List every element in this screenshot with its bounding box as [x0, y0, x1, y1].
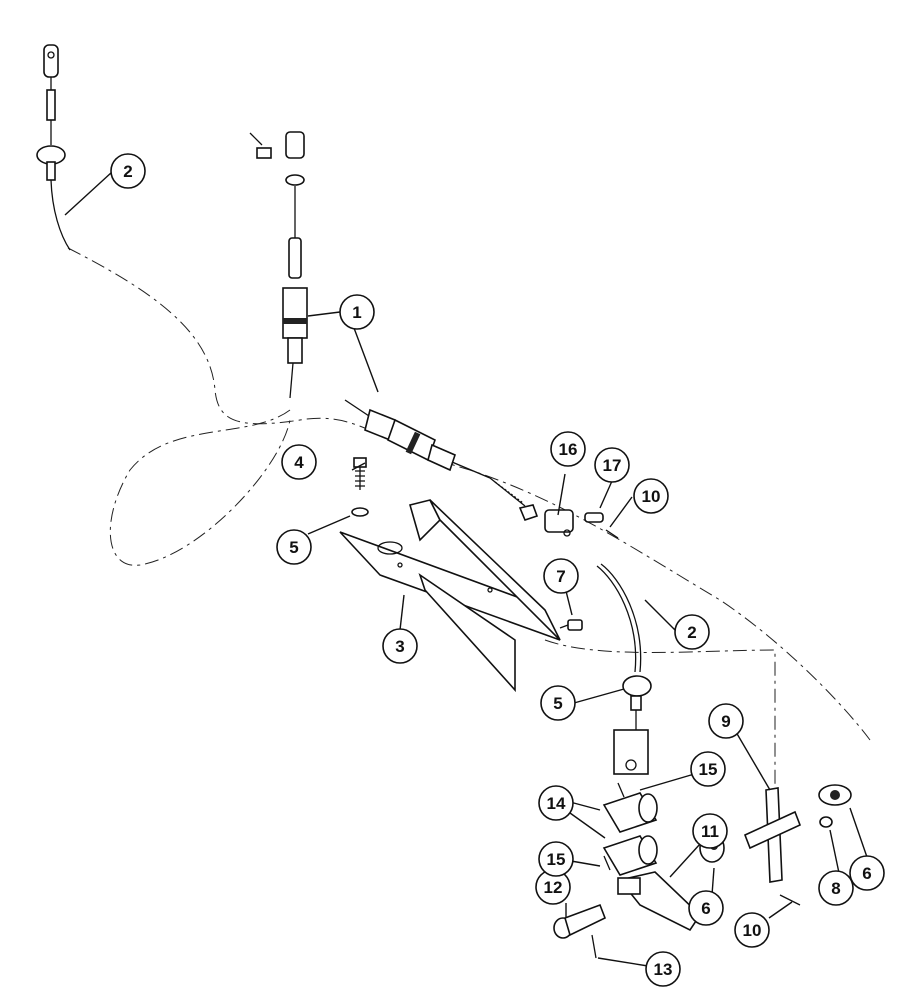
svg-text:5: 5: [289, 538, 298, 557]
callout-10: 10: [734, 912, 770, 948]
svg-text:16: 16: [559, 440, 578, 459]
cable-loop-path: [109, 409, 291, 566]
svg-text:15: 15: [547, 850, 566, 869]
svg-text:1: 1: [352, 303, 361, 322]
svg-text:9: 9: [721, 712, 730, 731]
callout-1: 1: [339, 294, 375, 330]
clevis-pin: [553, 903, 607, 959]
lever: [743, 787, 802, 906]
callout-6: 6: [688, 890, 724, 926]
leader-lines: [64, 171, 869, 967]
svg-text:2: 2: [687, 623, 696, 642]
callout-14: 14: [538, 785, 574, 821]
svg-text:6: 6: [701, 899, 710, 918]
callout-16: 16: [550, 431, 586, 467]
cable-assembly-vertical: [249, 131, 308, 399]
callout-13: 13: [645, 951, 681, 987]
svg-text:15: 15: [699, 760, 718, 779]
callout-5: 5: [276, 529, 312, 565]
clevis-group: [518, 504, 619, 539]
svg-text:10: 10: [743, 921, 762, 940]
callout-15: 15: [538, 841, 574, 877]
pin-group: [602, 782, 658, 876]
lever-arm: [617, 871, 702, 932]
callout-8: 8: [818, 870, 854, 906]
svg-text:14: 14: [547, 794, 566, 813]
svg-text:10: 10: [642, 487, 661, 506]
svg-text:8: 8: [831, 879, 840, 898]
svg-text:17: 17: [603, 456, 622, 475]
callout-7: 7: [543, 558, 579, 594]
cable-route-lower-path: [544, 639, 776, 790]
svg-text:7: 7: [556, 567, 565, 586]
svg-text:13: 13: [654, 960, 673, 979]
callout-4: 4: [281, 444, 317, 480]
callout-2: 2: [674, 614, 710, 650]
callout-9: 9: [708, 703, 744, 739]
callout-17: 17: [594, 447, 630, 483]
callout-3: 3: [382, 628, 418, 664]
bracket: [339, 499, 561, 693]
callout-10: 10: [633, 478, 669, 514]
cable-route-path: [67, 247, 871, 741]
svg-text:6: 6: [862, 864, 871, 883]
svg-text:3: 3: [395, 637, 404, 656]
callout-12: 12: [535, 869, 571, 905]
callout-15: 15: [690, 751, 726, 787]
cable-end-upper-left: [36, 44, 71, 251]
svg-text:4: 4: [294, 453, 304, 472]
svg-text:11: 11: [701, 822, 719, 841]
bolt-and-washer: [351, 457, 369, 517]
screw: [559, 619, 583, 631]
svg-text:5: 5: [553, 694, 562, 713]
callout-11: 11: [692, 813, 728, 849]
cable-assembly-diagonal: [344, 399, 526, 507]
callout-5: 5: [540, 685, 576, 721]
svg-text:2: 2: [123, 162, 132, 181]
callout-6: 6: [849, 855, 885, 891]
callout-2: 2: [110, 153, 146, 189]
svg-text:12: 12: [544, 878, 563, 897]
cable-assembly-lower: [596, 563, 652, 775]
